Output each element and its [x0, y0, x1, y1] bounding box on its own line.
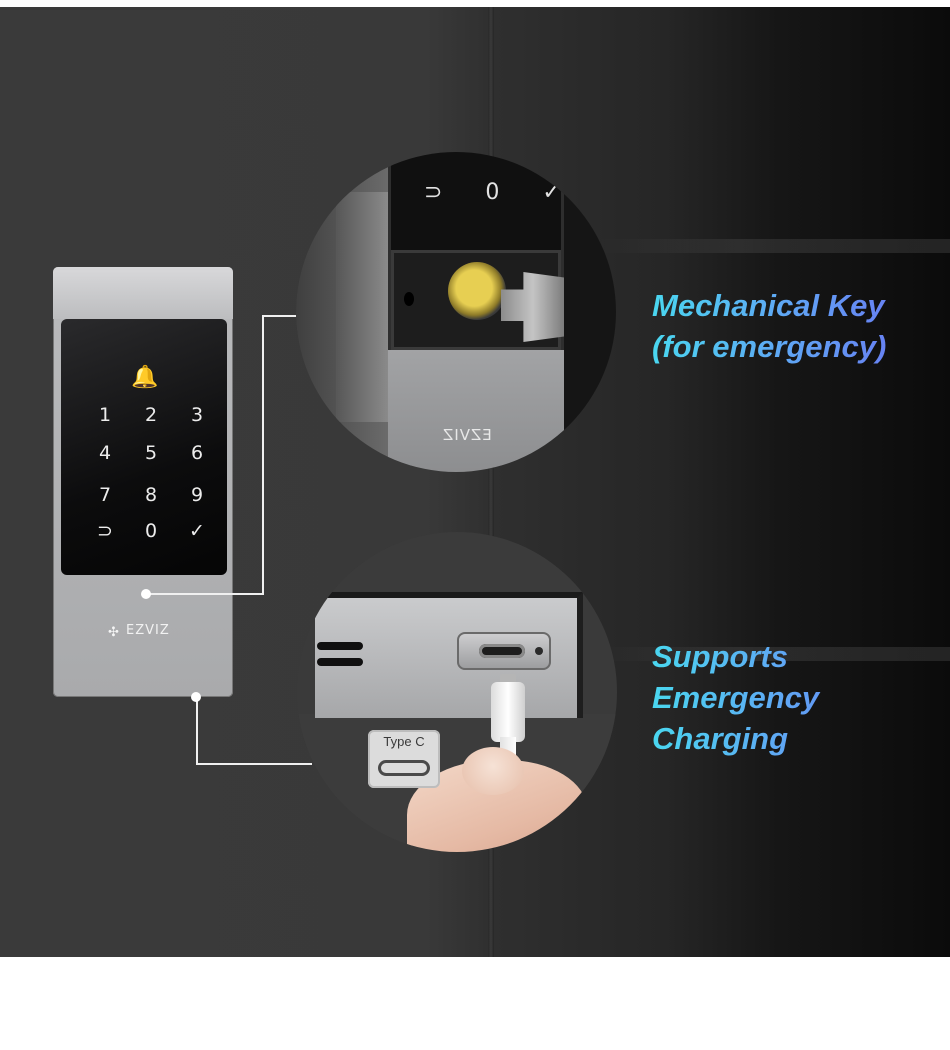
port-slot [479, 644, 525, 658]
mechanical-key-closeup: ⊃ 0 ✓ EZVIZ [296, 152, 616, 472]
product-scene: 🔔 1 2 3 4 5 6 7 8 9 ⊃ 0 ✓ ✣EZVIZ ⊃ 0 ✓ [0, 7, 950, 957]
background-wall [297, 532, 617, 594]
callout-line [196, 697, 198, 765]
headline-line: Supports [652, 639, 789, 674]
callout-dot [141, 589, 151, 599]
keypad-key: 1 [98, 404, 112, 426]
headline-line: Mechanical Key [652, 288, 885, 323]
wall-seam [488, 7, 494, 957]
cover-plate [388, 350, 564, 472]
smart-lock-device: 🔔 1 2 3 4 5 6 7 8 9 ⊃ 0 ✓ ✣EZVIZ [53, 267, 233, 697]
device-top-cap [53, 267, 233, 319]
light-band [600, 239, 950, 253]
callout-line [262, 315, 264, 595]
keypad-key: ⊃ [97, 520, 113, 542]
door-frame [336, 192, 388, 422]
type-c-label: Type C [383, 734, 425, 749]
keypad-key: 6 [190, 442, 204, 464]
keypad-key: 0 [144, 520, 158, 542]
touch-keypad: 🔔 1 2 3 4 5 6 7 8 9 ⊃ 0 ✓ [61, 319, 227, 575]
closeup-keys: ⊃ 0 ✓ [424, 180, 579, 205]
usb-c-port [457, 632, 551, 670]
light-band [600, 647, 950, 661]
callout-line [146, 593, 264, 595]
charging-closeup: Type C [297, 532, 617, 852]
wall-shadow [564, 152, 616, 472]
headline-line: Emergency [652, 680, 820, 715]
keypad-key: ✓ [189, 520, 205, 542]
keypad-key: 8 [144, 484, 158, 506]
keypad-key: 5 [144, 442, 158, 464]
callout-line [196, 763, 312, 765]
headline-line: Charging [652, 721, 789, 756]
usb-c-cable [491, 682, 525, 742]
bell-icon: 🔔 [131, 365, 159, 390]
brand-logo: ✣EZVIZ [108, 623, 170, 640]
speaker-grille [317, 642, 363, 650]
callout-dot [191, 692, 201, 702]
headline-line: (for emergency) [652, 329, 887, 364]
emergency-charging-headline: Supports Emergency Charging [652, 636, 942, 759]
closeup-brand: EZVIZ [442, 426, 492, 444]
type-c-badge: Type C [368, 730, 440, 788]
keypad-key: 9 [190, 484, 204, 506]
keypad-key: 7 [98, 484, 112, 506]
mechanical-key-headline: Mechanical Key (for emergency) [652, 285, 942, 367]
ezviz-logo-icon: ✣ [108, 625, 120, 640]
keypad-key: 3 [190, 404, 204, 426]
lock-cylinder [448, 262, 506, 320]
keypad-bottom-edge [391, 152, 561, 250]
screw-hole [404, 292, 414, 306]
keypad-key: 4 [98, 442, 112, 464]
usb-c-icon [378, 760, 430, 776]
callout-line [262, 315, 310, 317]
fingertip [462, 747, 524, 795]
port-led [535, 647, 543, 655]
keypad-key: 2 [144, 404, 158, 426]
